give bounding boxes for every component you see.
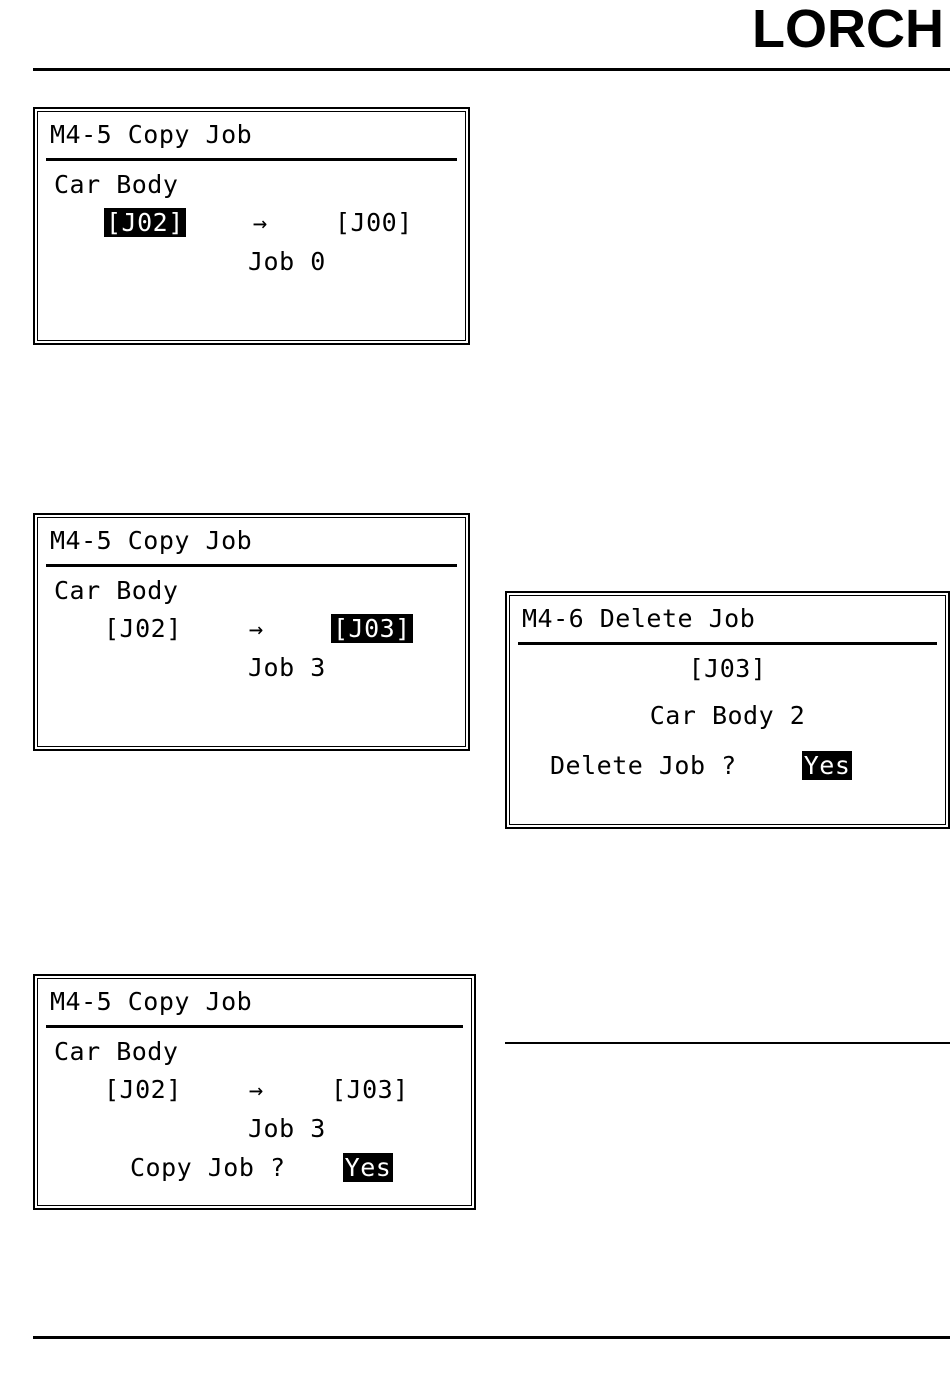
delete-job-name: Car Body 2: [649, 701, 806, 730]
job-transfer-row: [J02] → [J03]: [104, 1075, 409, 1104]
target-job-value[interactable]: [J03]: [330, 614, 413, 643]
panel-title: M4-5 Copy Job: [50, 987, 253, 1016]
target-job-value[interactable]: [J00]: [334, 208, 413, 237]
job-name-label: Car Body: [54, 576, 179, 605]
title-divider: [46, 564, 457, 567]
section-divider: [505, 1042, 950, 1044]
job-transfer-row: [J02] → [J00]: [104, 208, 413, 237]
arrow-icon: →: [248, 615, 264, 643]
source-job-value[interactable]: [J02]: [104, 1075, 182, 1104]
job-name-label: Car Body: [54, 170, 179, 199]
arrow-icon: →: [252, 209, 268, 237]
lcd-bezel: M4-6 Delete Job [J03] Car Body 2 Delete …: [509, 595, 946, 825]
source-job-value[interactable]: [J02]: [104, 614, 182, 643]
footer-divider: [33, 1336, 950, 1339]
delete-job-value: [J03]: [688, 654, 767, 683]
source-job-value[interactable]: [J02]: [104, 208, 186, 237]
job-transfer-row: [J02] → [J03]: [104, 614, 413, 643]
copy-answer-value[interactable]: Yes: [342, 1153, 394, 1182]
lcd-bezel: M4-5 Copy Job Car Body [J02] → [J03] Job…: [37, 517, 466, 747]
lcd-panel-copy-job-target: M4-5 Copy Job Car Body [J02] → [J03] Job…: [33, 513, 470, 751]
copy-confirm-row: Copy Job ? Yes: [130, 1153, 394, 1182]
title-divider: [46, 1025, 463, 1028]
panel-title: M4-5 Copy Job: [50, 120, 253, 149]
title-divider: [518, 642, 937, 645]
title-divider: [46, 158, 457, 161]
brand-logo: LORCH: [752, 0, 944, 59]
target-job-name: Job 3: [248, 653, 326, 682]
lcd-panel-copy-job-source: M4-5 Copy Job Car Body [J02] → [J00] Job…: [33, 107, 470, 345]
header-divider: [33, 68, 950, 71]
panel-title: M4-6 Delete Job: [522, 604, 756, 633]
arrow-icon: →: [248, 1076, 264, 1104]
lcd-bezel: M4-5 Copy Job Car Body [J02] → [J00] Job…: [37, 111, 466, 341]
lcd-bezel: M4-5 Copy Job Car Body [J02] → [J03] Job…: [37, 978, 472, 1206]
lcd-panel-copy-job-confirm: M4-5 Copy Job Car Body [J02] → [J03] Job…: [33, 974, 476, 1210]
target-job-name: Job 3: [248, 1114, 326, 1143]
delete-confirm-row: Delete Job ? Yes: [550, 751, 853, 780]
copy-prompt-label: Copy Job ?: [130, 1153, 286, 1182]
delete-prompt-label: Delete Job ?: [550, 751, 737, 780]
target-job-name: Job 0: [248, 247, 326, 276]
job-name-label: Car Body: [54, 1037, 179, 1066]
target-job-value[interactable]: [J03]: [330, 1075, 409, 1104]
panel-title: M4-5 Copy Job: [50, 526, 253, 555]
lcd-panel-delete-job: M4-6 Delete Job [J03] Car Body 2 Delete …: [505, 591, 950, 829]
delete-answer-value[interactable]: Yes: [801, 751, 853, 780]
